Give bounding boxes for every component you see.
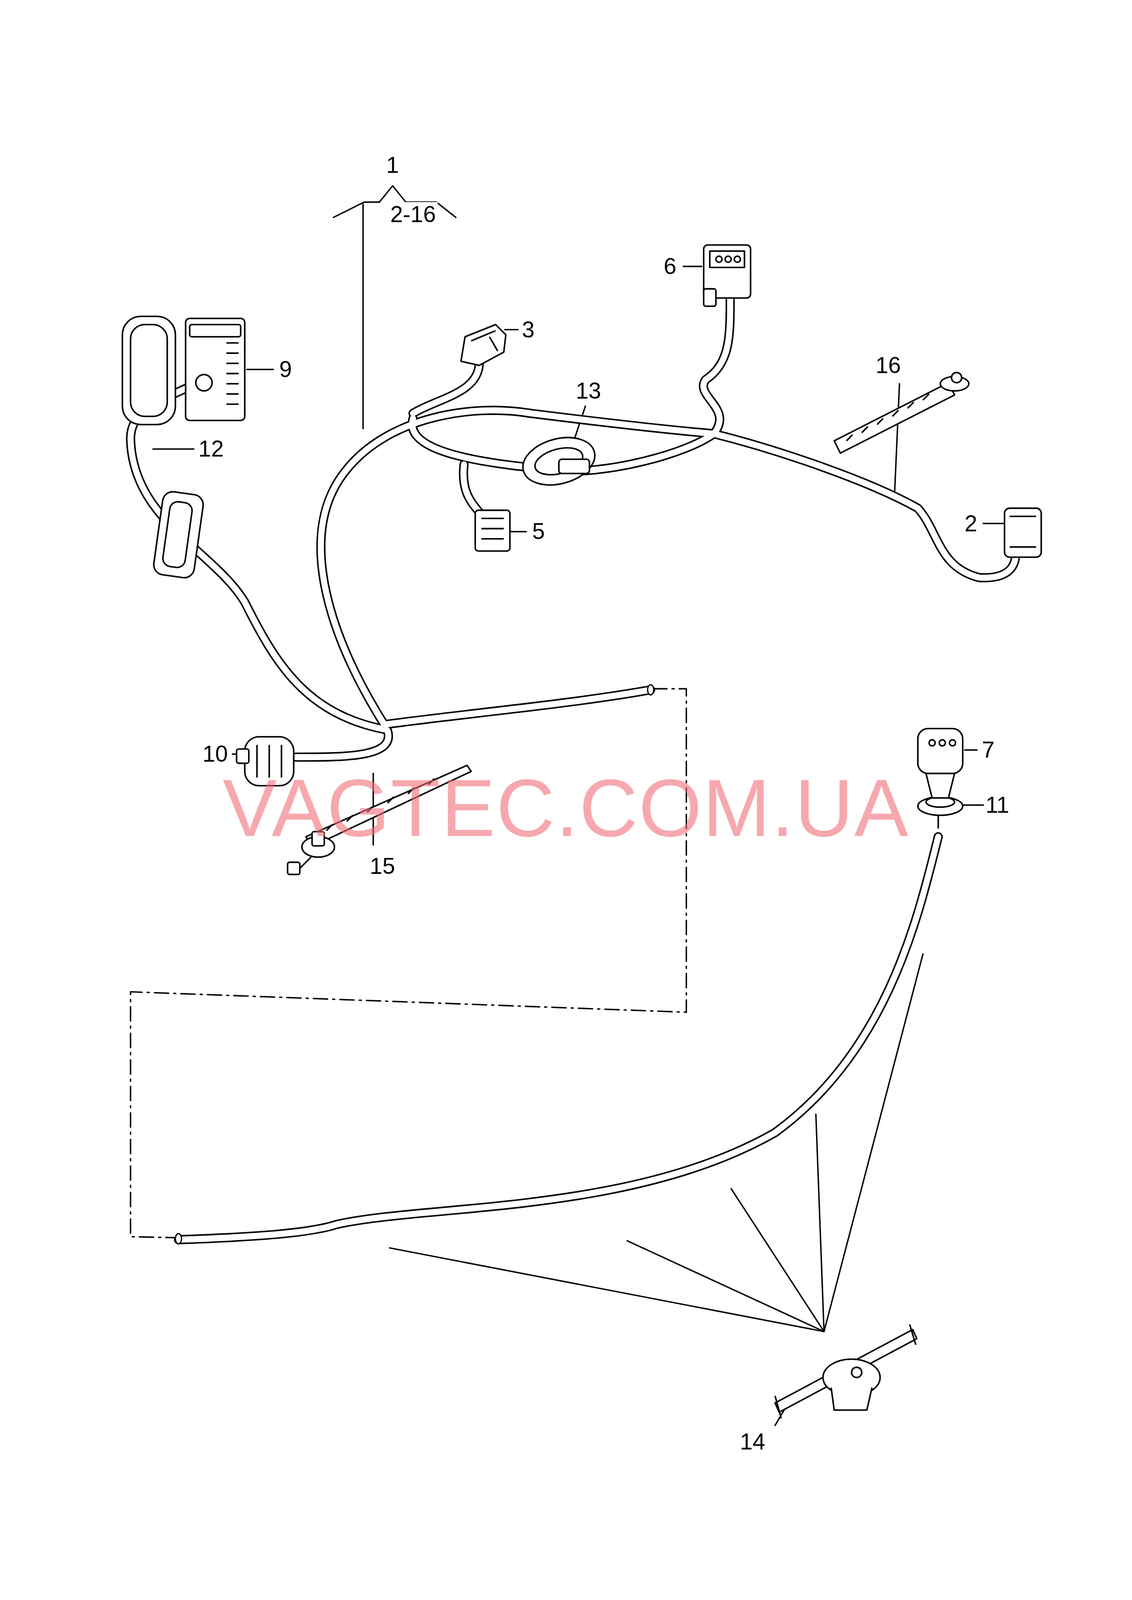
callout-number: 3 (520, 317, 537, 342)
callout-number: 16 (873, 352, 904, 378)
callout-number: 6 (661, 253, 679, 279)
callout-number: 9 (277, 356, 294, 382)
callout-number: 10 (200, 741, 230, 766)
callout-number: 1 (384, 152, 401, 178)
callout-number: 2-16 (388, 201, 438, 227)
callout-number: 7 (980, 737, 997, 762)
callout-number: 13 (573, 378, 604, 404)
watermark: VAGTEC.COM.UA (222, 767, 910, 849)
callout-number: 5 (530, 518, 547, 544)
callout-number: 14 (738, 1428, 768, 1454)
callout-number: 2 (962, 511, 980, 536)
callout-number: 11 (983, 792, 1012, 817)
callout-number: 12 (196, 436, 226, 461)
callout-number: 15 (367, 853, 398, 879)
